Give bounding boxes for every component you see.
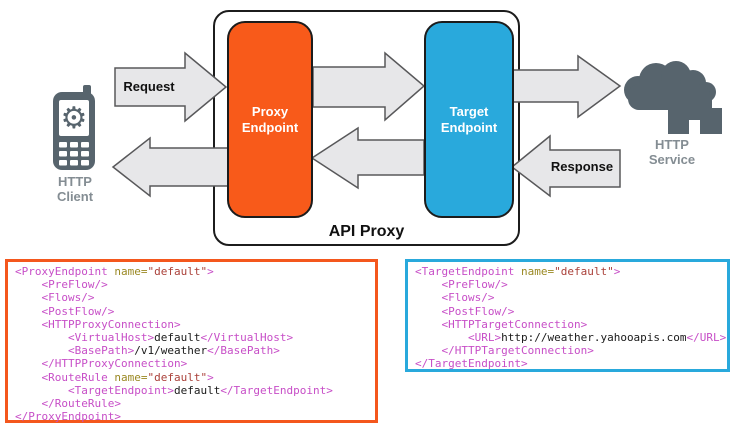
target-endpoint-box: Target Endpoint xyxy=(424,21,514,218)
target-endpoint-label-line2: Endpoint xyxy=(440,119,498,135)
response-arrow xyxy=(510,134,621,198)
response-to-client-arrow xyxy=(111,136,231,198)
api-proxy-label: API Proxy xyxy=(328,223,405,240)
mobile-phone-icon: ⚙ xyxy=(53,85,95,170)
gear-icon: ⚙ xyxy=(61,101,88,136)
code-line: <PostFlow/> xyxy=(441,304,515,318)
code-line: <ProxyEndpoint name="default"> xyxy=(15,265,214,278)
code-line: <HTTPTargetConnection> xyxy=(441,317,588,331)
code-line: <VirtualHost>default</VirtualHost> xyxy=(67,331,294,345)
http-client-label-line2: Client xyxy=(56,189,94,204)
factory-door xyxy=(689,120,700,134)
http-client-label: HTTP Client xyxy=(30,174,120,204)
phone-keypad xyxy=(59,142,89,166)
factory-icon xyxy=(668,91,722,134)
http-service-label-line2: Service xyxy=(648,152,696,167)
code-line: </HTTPTargetConnection> xyxy=(441,344,594,358)
code-line: <TargetEndpoint>default</TargetEndpoint> xyxy=(67,383,333,397)
code-line: <URL>http://weather.yahooapis.com</URL> xyxy=(467,331,727,345)
code-line: </ProxyEndpoint> xyxy=(15,410,121,424)
target-to-service-arrow xyxy=(512,54,622,119)
http-service-label-line1: HTTP xyxy=(655,137,689,152)
code-line: <PreFlow/> xyxy=(441,278,508,292)
request-arrow xyxy=(114,51,228,123)
code-line: <TargetEndpoint name="default"> xyxy=(415,265,621,278)
code-line: <PreFlow/> xyxy=(41,278,108,292)
phone-screen xyxy=(59,100,89,136)
proxy-endpoint-code-box: <ProxyEndpoint name="default"> <PreFlow/… xyxy=(5,259,378,423)
arrow-layer xyxy=(111,51,622,198)
target-to-proxy-arrow xyxy=(310,126,425,190)
http-service-icon xyxy=(624,61,722,134)
proxy-to-target-arrow xyxy=(312,51,426,122)
code-line: <HTTPProxyConnection> xyxy=(41,317,181,331)
response-label: Response xyxy=(550,159,614,174)
code-line: </RouteRule> xyxy=(41,397,121,411)
code-line: </HTTPProxyConnection> xyxy=(41,357,188,371)
request-label: Request xyxy=(123,79,175,94)
code-line: <RouteRule name="default"> xyxy=(41,370,214,384)
http-service-label: HTTP Service xyxy=(622,137,722,167)
code-line: <PostFlow/> xyxy=(41,304,115,318)
proxy-endpoint-label-line1: Proxy xyxy=(251,103,289,119)
proxy-endpoint-label-line2: Endpoint xyxy=(241,119,299,135)
target-endpoint-code-box: <TargetEndpoint name="default"> <PreFlow… xyxy=(405,259,730,372)
code-line: </TargetEndpoint> xyxy=(415,357,528,371)
proxy-endpoint-box: Proxy Endpoint xyxy=(227,21,313,218)
cloud-icon xyxy=(624,61,716,110)
code-line: <BasePath>/v1/weather</BasePath> xyxy=(67,344,280,358)
target-endpoint-label-line1: Target xyxy=(449,103,489,119)
code-line: <Flows/> xyxy=(441,291,495,305)
code-line: <Flows/> xyxy=(41,291,95,305)
http-client-label-line1: HTTP xyxy=(58,174,92,189)
